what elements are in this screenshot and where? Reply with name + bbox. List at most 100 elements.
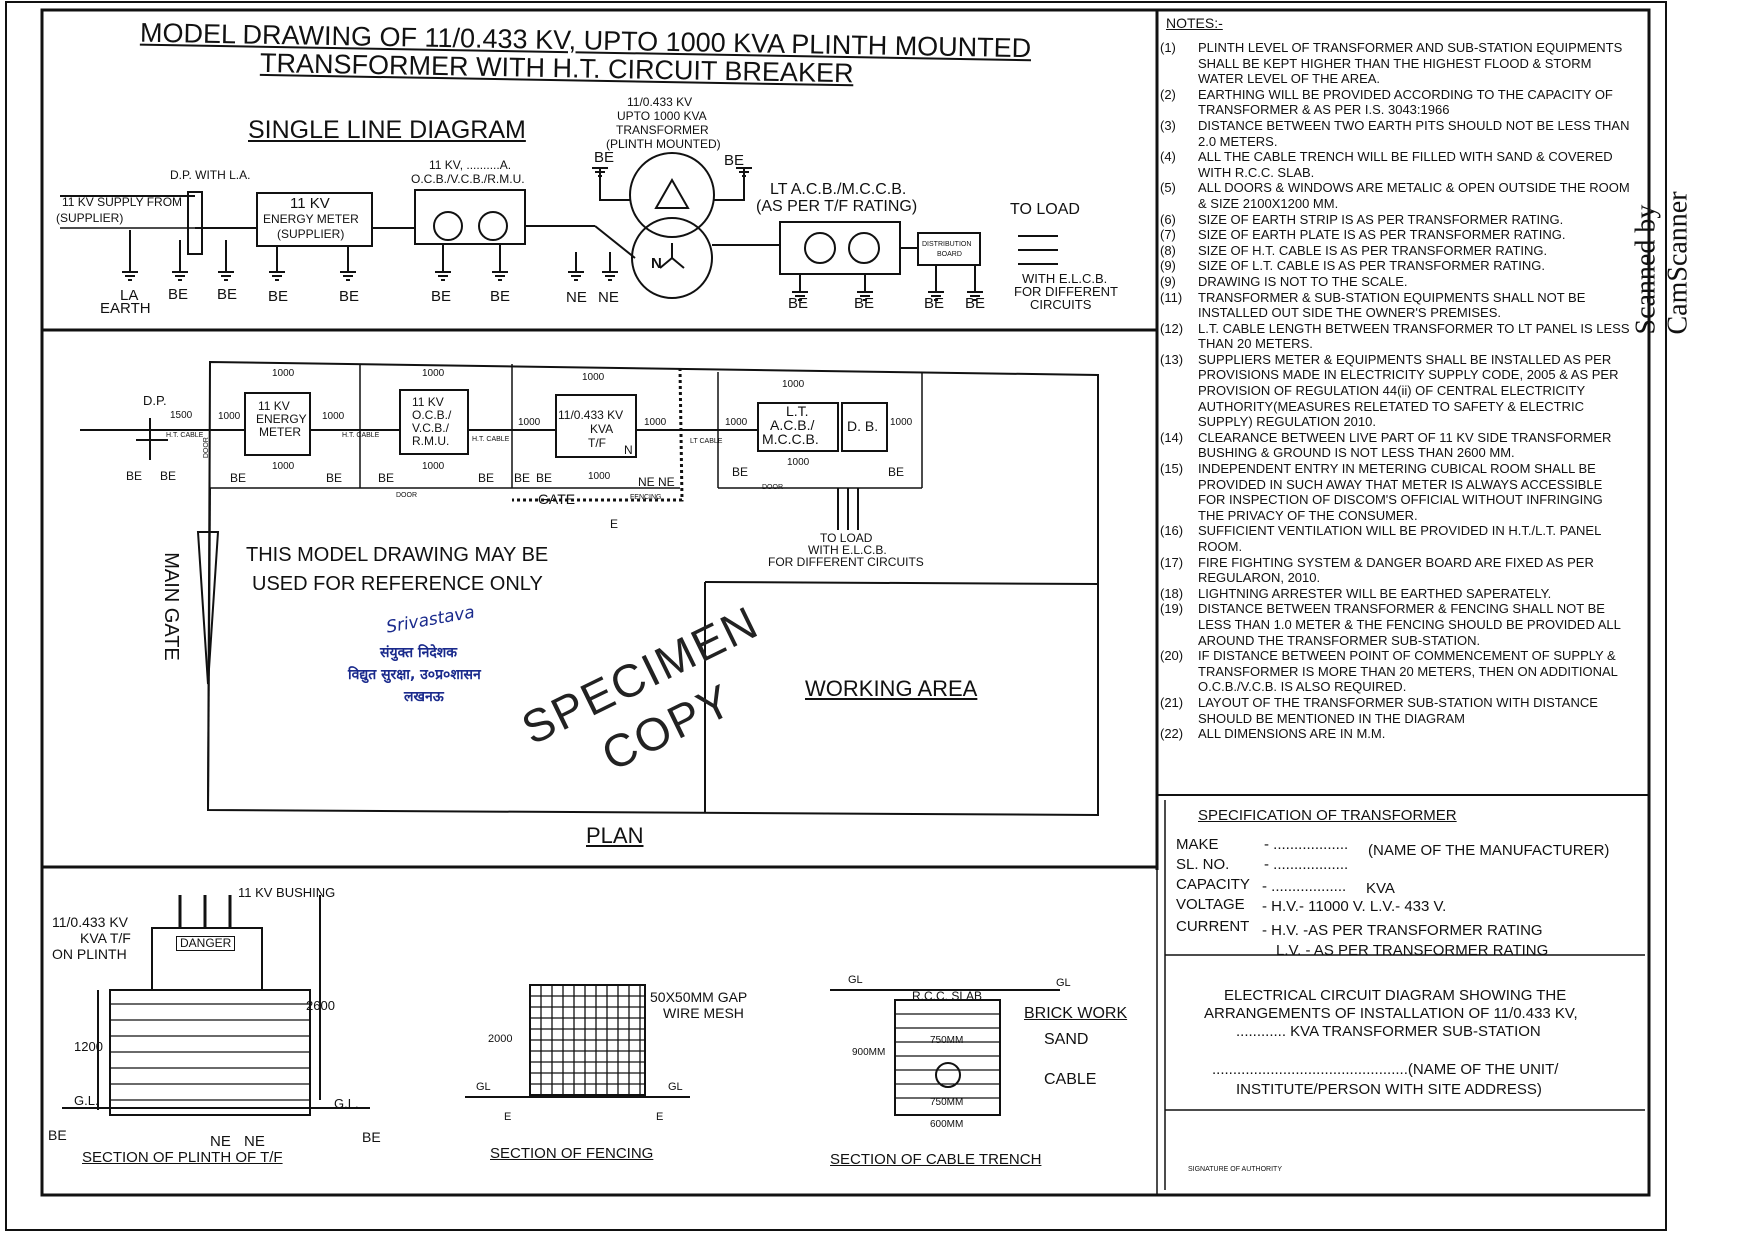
spec-heading: SPECIFICATION OF TRANSFORMER — [1198, 807, 1457, 824]
plan-door-label: DOOR — [202, 437, 210, 459]
trench-brickwork — [894, 999, 1001, 1116]
sld-db-box — [917, 232, 981, 266]
plan-dim-1000: 1000 — [787, 457, 810, 468]
mesh-line1: 50X50MM GAP — [650, 989, 748, 1005]
plan-meter-line3: METER — [259, 425, 301, 439]
sld-tf-line2: UPTO 1000 KVA — [617, 109, 707, 123]
note-text: SIZE OF L.T. CABLE IS AS PER TRANSFORMER… — [1198, 258, 1545, 274]
trench-caption: SECTION OF CABLE TRENCH — [830, 1151, 1042, 1168]
trench-cable-label: CABLE — [1044, 1071, 1097, 1088]
trench-slab-label: R.C.C. SLAB — [912, 989, 983, 1003]
sld-db-line2: BOARD — [937, 251, 962, 258]
plinth-tf-line1: 11/0.433 KV — [52, 914, 129, 930]
plan-dim-1000: 1000 — [422, 461, 445, 472]
note-item: (2)EARTHING WILL BE PROVIDED ACCORDING T… — [1160, 87, 1630, 118]
plan-acb-line2: A.C.B./ — [770, 417, 815, 433]
plan-dim-1000: 1000 — [644, 417, 667, 428]
plan-lt-cable-label: LT CABLE — [690, 438, 723, 445]
sld-meter-line1: 11 KV — [290, 195, 330, 212]
sld-be-label: BE — [168, 286, 189, 303]
brick-hatching — [110, 1003, 1000, 1101]
sld-ocb-line1: 11 KV, ..........A. — [429, 158, 512, 172]
plan-reference-line2: USED FOR REFERENCE ONLY — [252, 573, 543, 595]
sld-n-label: N — [651, 255, 662, 272]
plan-db-box — [841, 402, 888, 452]
plan-door-label: DOOR — [396, 492, 417, 499]
plan-left-wall — [207, 487, 211, 811]
plan-e-label: E — [610, 517, 619, 531]
note-number: (9) — [1160, 273, 1176, 289]
title-block-line2: ARRANGEMENTS OF INSTALLATION OF 11/0.433… — [1204, 1005, 1578, 1022]
plan-ocb-line4: R.M.U. — [412, 434, 450, 448]
sld-acb-box — [779, 221, 901, 275]
note-item: (5)ALL DOORS & WINDOWS ARE METALIC & OPE… — [1160, 180, 1630, 211]
spec-slno-key: SL. NO. — [1176, 856, 1230, 873]
signature-of-authority: SIGNATURE OF AUTHORITY — [1188, 1166, 1282, 1173]
plan-label: PLAN — [586, 823, 644, 848]
plan-reference-line1: THIS MODEL DRAWING MAY BE — [246, 544, 549, 566]
sld-be-label: BE — [268, 288, 289, 305]
plinth-gl-right: G.L. — [334, 1096, 359, 1111]
title-block-line5: INSTITUTE/PERSON WITH SITE ADDRESS) — [1236, 1081, 1542, 1098]
sld-meter-line3: (SUPPLIER) — [277, 227, 345, 241]
trench-sand-label: SAND — [1044, 1031, 1089, 1048]
plan-load-line1: TO LOAD — [820, 531, 873, 545]
plan-ht-cable-label: H.T. CABLE — [472, 436, 510, 443]
plan-dim-1000: 1000 — [272, 368, 295, 379]
note-text: DRAWING IS NOT TO THE SCALE. — [1198, 273, 1408, 289]
note-text: SIZE OF EARTH PLATE IS AS PER TRANSFORME… — [1198, 227, 1566, 243]
sld-to-load: TO LOAD — [1010, 201, 1080, 218]
sld-elcb-line3: CIRCUITS — [1030, 297, 1092, 312]
plan-dim-1000: 1000 — [782, 379, 805, 390]
note-text: CLEARANCE BETWEEN LIVE PART OF 11 KV SID… — [1198, 429, 1612, 461]
sld-dp-label: D.P. WITH L.A. — [170, 168, 251, 182]
plan-dim-1000: 1000 — [218, 411, 241, 422]
fencing-line — [512, 367, 684, 502]
plan-dim-1000: 1000 — [422, 368, 445, 379]
sld-elcb-line2: FOR DIFFERENT — [1014, 284, 1118, 299]
trench-brick-label: BRICK WORK — [1024, 1005, 1128, 1022]
note-text: ALL DOORS & WINDOWS ARE METALIC & OPEN O… — [1198, 180, 1630, 211]
fence-gl-left: GL — [476, 1081, 491, 1093]
plan-acb-line1: L.T. — [786, 403, 809, 419]
plan-door-label: DOOR — [762, 484, 783, 491]
title-block-line3: ............ KVA TRANSFORMER SUB-STATION — [1236, 1023, 1541, 1040]
note-item: (13)SUPPLIERS METER & EQUIPMENTS SHALL B… — [1160, 352, 1630, 430]
note-number: (9) — [1160, 258, 1176, 274]
trench-dim-900: 900MM — [852, 1047, 886, 1058]
note-number: (13) — [1160, 351, 1184, 367]
spec-capacity-key: CAPACITY — [1176, 876, 1250, 893]
sld-supply-label: 11 KV SUPPLY FROM — [62, 195, 183, 209]
sld-be-label: BE — [965, 295, 986, 312]
trench-cable — [935, 1062, 961, 1088]
sld-tf-line4: (PLINTH MOUNTED) — [606, 137, 721, 151]
main-gate-label: MAIN GATE — [159, 552, 182, 661]
sld-meter-box — [256, 192, 373, 247]
note-text: TRANSFORMER & SUB-STATION EQUIPMENTS SHA… — [1198, 289, 1586, 321]
note-text: SIZE OF H.T. CABLE IS AS PER TRANSFORMER… — [1198, 242, 1548, 258]
bushing-label: 11 KV BUSHING — [238, 885, 336, 900]
scanner-watermark: Scanned by CamScanner — [1630, 191, 1694, 335]
note-item: (18)LIGHTNING ARRESTER WILL BE EARTHED S… — [1160, 586, 1630, 602]
plinth-caption: SECTION OF PLINTH OF T/F — [82, 1149, 283, 1166]
trench-gl-right: GL — [1056, 977, 1071, 989]
outer-border — [5, 1, 1667, 1231]
note-number: (21) — [1160, 694, 1184, 710]
trench-dim-750-bottom: 750MM — [930, 1097, 964, 1108]
tf-be-lead-1 — [599, 168, 630, 201]
sld-supplier-label: (SUPPLIER) — [56, 211, 124, 225]
sld-be-label: BE — [788, 295, 809, 312]
note-number: (18) — [1160, 585, 1184, 601]
plan-ht-cable-label: H.T. CABLE — [166, 432, 204, 439]
plan-be-label: BE — [478, 471, 495, 485]
note-number: (12) — [1160, 320, 1184, 336]
plinth-ne-1: NE — [210, 1133, 231, 1150]
note-number: (15) — [1160, 461, 1184, 477]
plan-tf-line3: T/F — [588, 436, 606, 450]
plan-db-label: D. B. — [847, 418, 879, 434]
sld-acb-line2: (AS PER T/F RATING) — [756, 198, 918, 215]
sld-be-label: BE — [431, 288, 452, 305]
single-line-diagram — [60, 152, 1058, 299]
note-text: PLINTH LEVEL OF TRANSFORMER AND SUB-STAT… — [1198, 40, 1623, 87]
spec-make-value: - .................. — [1264, 836, 1349, 853]
